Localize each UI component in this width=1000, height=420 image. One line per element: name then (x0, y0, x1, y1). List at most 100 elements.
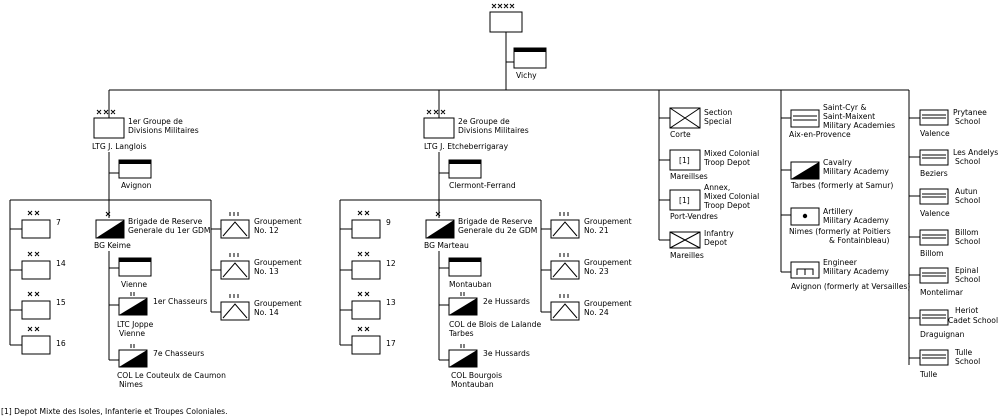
group-2-groupement-1 (541, 212, 580, 239)
special-unit-3-name-line-2: Mixed Colonial (704, 192, 759, 201)
group-1-hq-city: Avignon (121, 181, 152, 190)
group-2-groupement-2-line-1: Groupement (584, 258, 632, 267)
group-1-groupement-1-line-1: Groupement (254, 217, 302, 226)
special-unit-2-name-line-1: Mixed Colonial (704, 149, 759, 158)
group-1-unit-2-symbol (109, 344, 148, 368)
group-1-groupement-2 (211, 253, 250, 280)
special-units-column: Section Special Corte [1] Mixed Colonial… (659, 107, 759, 260)
school-3-name-line-2: School (955, 196, 980, 205)
special-unit-3-name-line-3: Troop Depot (703, 201, 750, 210)
group-2-unit-2-symbol (439, 344, 478, 368)
special-unit-4-location: Mareilles (670, 251, 704, 260)
academy-2-name-line-1: Cavalry (823, 158, 852, 167)
group-2-hq-city: Clermont-Ferrand (449, 181, 516, 190)
group-2-groupement-2-line-2: No. 23 (584, 267, 609, 276)
academy-1-name-line-3: Military Academies (823, 121, 895, 130)
group-2-name-line-1: 2e Groupe de (458, 117, 510, 126)
special-unit-4-name-line-1: Infantry (704, 229, 734, 238)
group-1-brigade-hq-symbol (109, 257, 152, 277)
academy-3-location-line-2: & Fontainbleau) (829, 236, 890, 245)
school-2-location: Beziers (920, 169, 948, 178)
group-1-division-4: 16 (10, 326, 66, 355)
academy-3: Artillery Military Academy Nimes (former… (781, 207, 891, 245)
special-unit-2-name-line-2: Troop Depot (703, 158, 750, 167)
group-2-groupement-3-line-2: No. 24 (584, 308, 609, 317)
group-1-brigade-symbol (95, 211, 125, 239)
group-1-commander: LTG J. Langlois (92, 142, 147, 151)
special-unit-2-note-mark: [1] (679, 156, 690, 165)
school-5-name-line-2: School (955, 275, 980, 284)
group-1-division-1: 7 (10, 210, 61, 239)
group-2-groupement-3 (541, 294, 580, 321)
vichy-label: Vichy (516, 71, 537, 80)
group-1-brigade-commander: BG Keime (94, 241, 131, 250)
group-2-unit-1-commander: COL de Blois de Lalande (449, 320, 541, 329)
group-2-brigade-name-line-1: Brigade de Reserve (458, 217, 533, 226)
academy-4: Engineer Military Academy Avignon (forme… (781, 258, 910, 291)
school-5-name-line-1: Epinal (955, 266, 978, 275)
school-3-location: Valence (920, 209, 950, 218)
group-1-unit-1-name: 1er Chasseurs (153, 297, 207, 306)
special-unit-3-note-mark: [1] (679, 196, 690, 205)
special-unit-1-location: Corte (670, 130, 691, 139)
group-1-brigade-name-line-1: Brigade de Reserve (128, 217, 203, 226)
school-7-name-line-1: Tulle (954, 348, 973, 357)
group-1-unit-2-name: 7e Chasseurs (153, 349, 204, 358)
special-unit-4-name-line-2: Depot (704, 238, 727, 247)
group-1-division-3-number: 15 (56, 298, 66, 307)
group-2-brigade-hq: Montauban (449, 280, 492, 289)
group-1-division-2: 14 (10, 251, 66, 280)
school-4: Billom School Billom (909, 228, 980, 258)
school-7-location: Tulle (919, 370, 938, 379)
group-1-unit-1-symbol (109, 292, 148, 316)
special-unit-1-name-line-2: Special (704, 117, 731, 126)
group-2-unit-1-symbol (439, 292, 478, 316)
group-2-hq-city-symbol (439, 159, 482, 179)
academy-3-location-line-1: Nimes (formerly at Poitiers (789, 227, 891, 236)
academy-2: Cavalry Military Academy Tarbes (formerl… (781, 158, 893, 190)
group-1-groupement-2-line-2: No. 13 (254, 267, 279, 276)
school-1: Prytanee School Valence (909, 108, 987, 138)
group-1-groupement-3-line-1: Groupement (254, 299, 302, 308)
group-2-groupement-1-line-2: No. 21 (584, 226, 609, 235)
group-2-unit-2-name: 3e Hussards (483, 349, 530, 358)
group-2-division-1: 9 (340, 210, 391, 239)
special-unit-1: Section Special Corte (659, 107, 732, 139)
academy-4-name-line-2: Military Academy (823, 267, 889, 276)
group-2-groupement-3-line-1: Groupement (584, 299, 632, 308)
school-6-name-line-2: Cadet School (948, 316, 998, 325)
school-1-name-line-1: Prytanee (953, 108, 987, 117)
school-6: Heriot Cadet School Draguignan (909, 306, 998, 339)
group-1-division-3: 15 (10, 291, 66, 320)
group-2-brigade-name-line-2: Generale du 2e GDM (458, 226, 537, 235)
group-2-groupement-1-line-1: Groupement (584, 217, 632, 226)
special-unit-3-name-line-1: Annex, (704, 183, 730, 192)
group-2-name-line-2: Divisions Militaires (458, 126, 529, 135)
special-unit-3: [1] Annex, Mixed Colonial Troop Depot Po… (659, 183, 759, 221)
schools-column: Prytanee School Valence Les Andelys Scho… (909, 108, 998, 379)
special-unit-4: Infantry Depot Mareilles (659, 229, 734, 260)
school-2: Les Andelys School Beziers (909, 148, 998, 178)
special-unit-3-location: Port-Vendres (670, 212, 718, 221)
group-1-division-2-number: 14 (56, 259, 66, 268)
group-2-brigade-hq-symbol (439, 257, 482, 277)
school-3: Autun School Valence (909, 187, 980, 218)
school-4-location: Billom (920, 249, 944, 258)
group-2-unit-1-name: 2e Hussards (483, 297, 530, 306)
group-2-division-4-number: 17 (386, 339, 396, 348)
group-1-hq-city-symbol (109, 159, 152, 179)
school-5: Epinal School Montelimar (909, 266, 980, 297)
group-1-groupement-1-line-2: No. 12 (254, 226, 279, 235)
group-2-commander: LTG J. Etcheberrigaray (424, 142, 509, 151)
academy-2-location: Tarbes (formerly at Samur) (790, 181, 893, 190)
academy-3-name-line-2: Military Academy (823, 216, 889, 225)
group-2-hq-symbol (423, 109, 455, 139)
group-2-unit-2-location: Montauban (451, 380, 494, 389)
special-unit-2-location: Mareillses (670, 172, 708, 181)
school-6-name-line-1: Heriot (955, 306, 978, 315)
school-7-name-line-2: School (955, 357, 980, 366)
academies-column: Saint-Cyr & Saint-Maixent Military Acade… (781, 103, 910, 291)
group-2-brigade-commander: BG Marteau (424, 241, 469, 250)
group-2-unit-1-location: Tarbes (448, 329, 474, 338)
